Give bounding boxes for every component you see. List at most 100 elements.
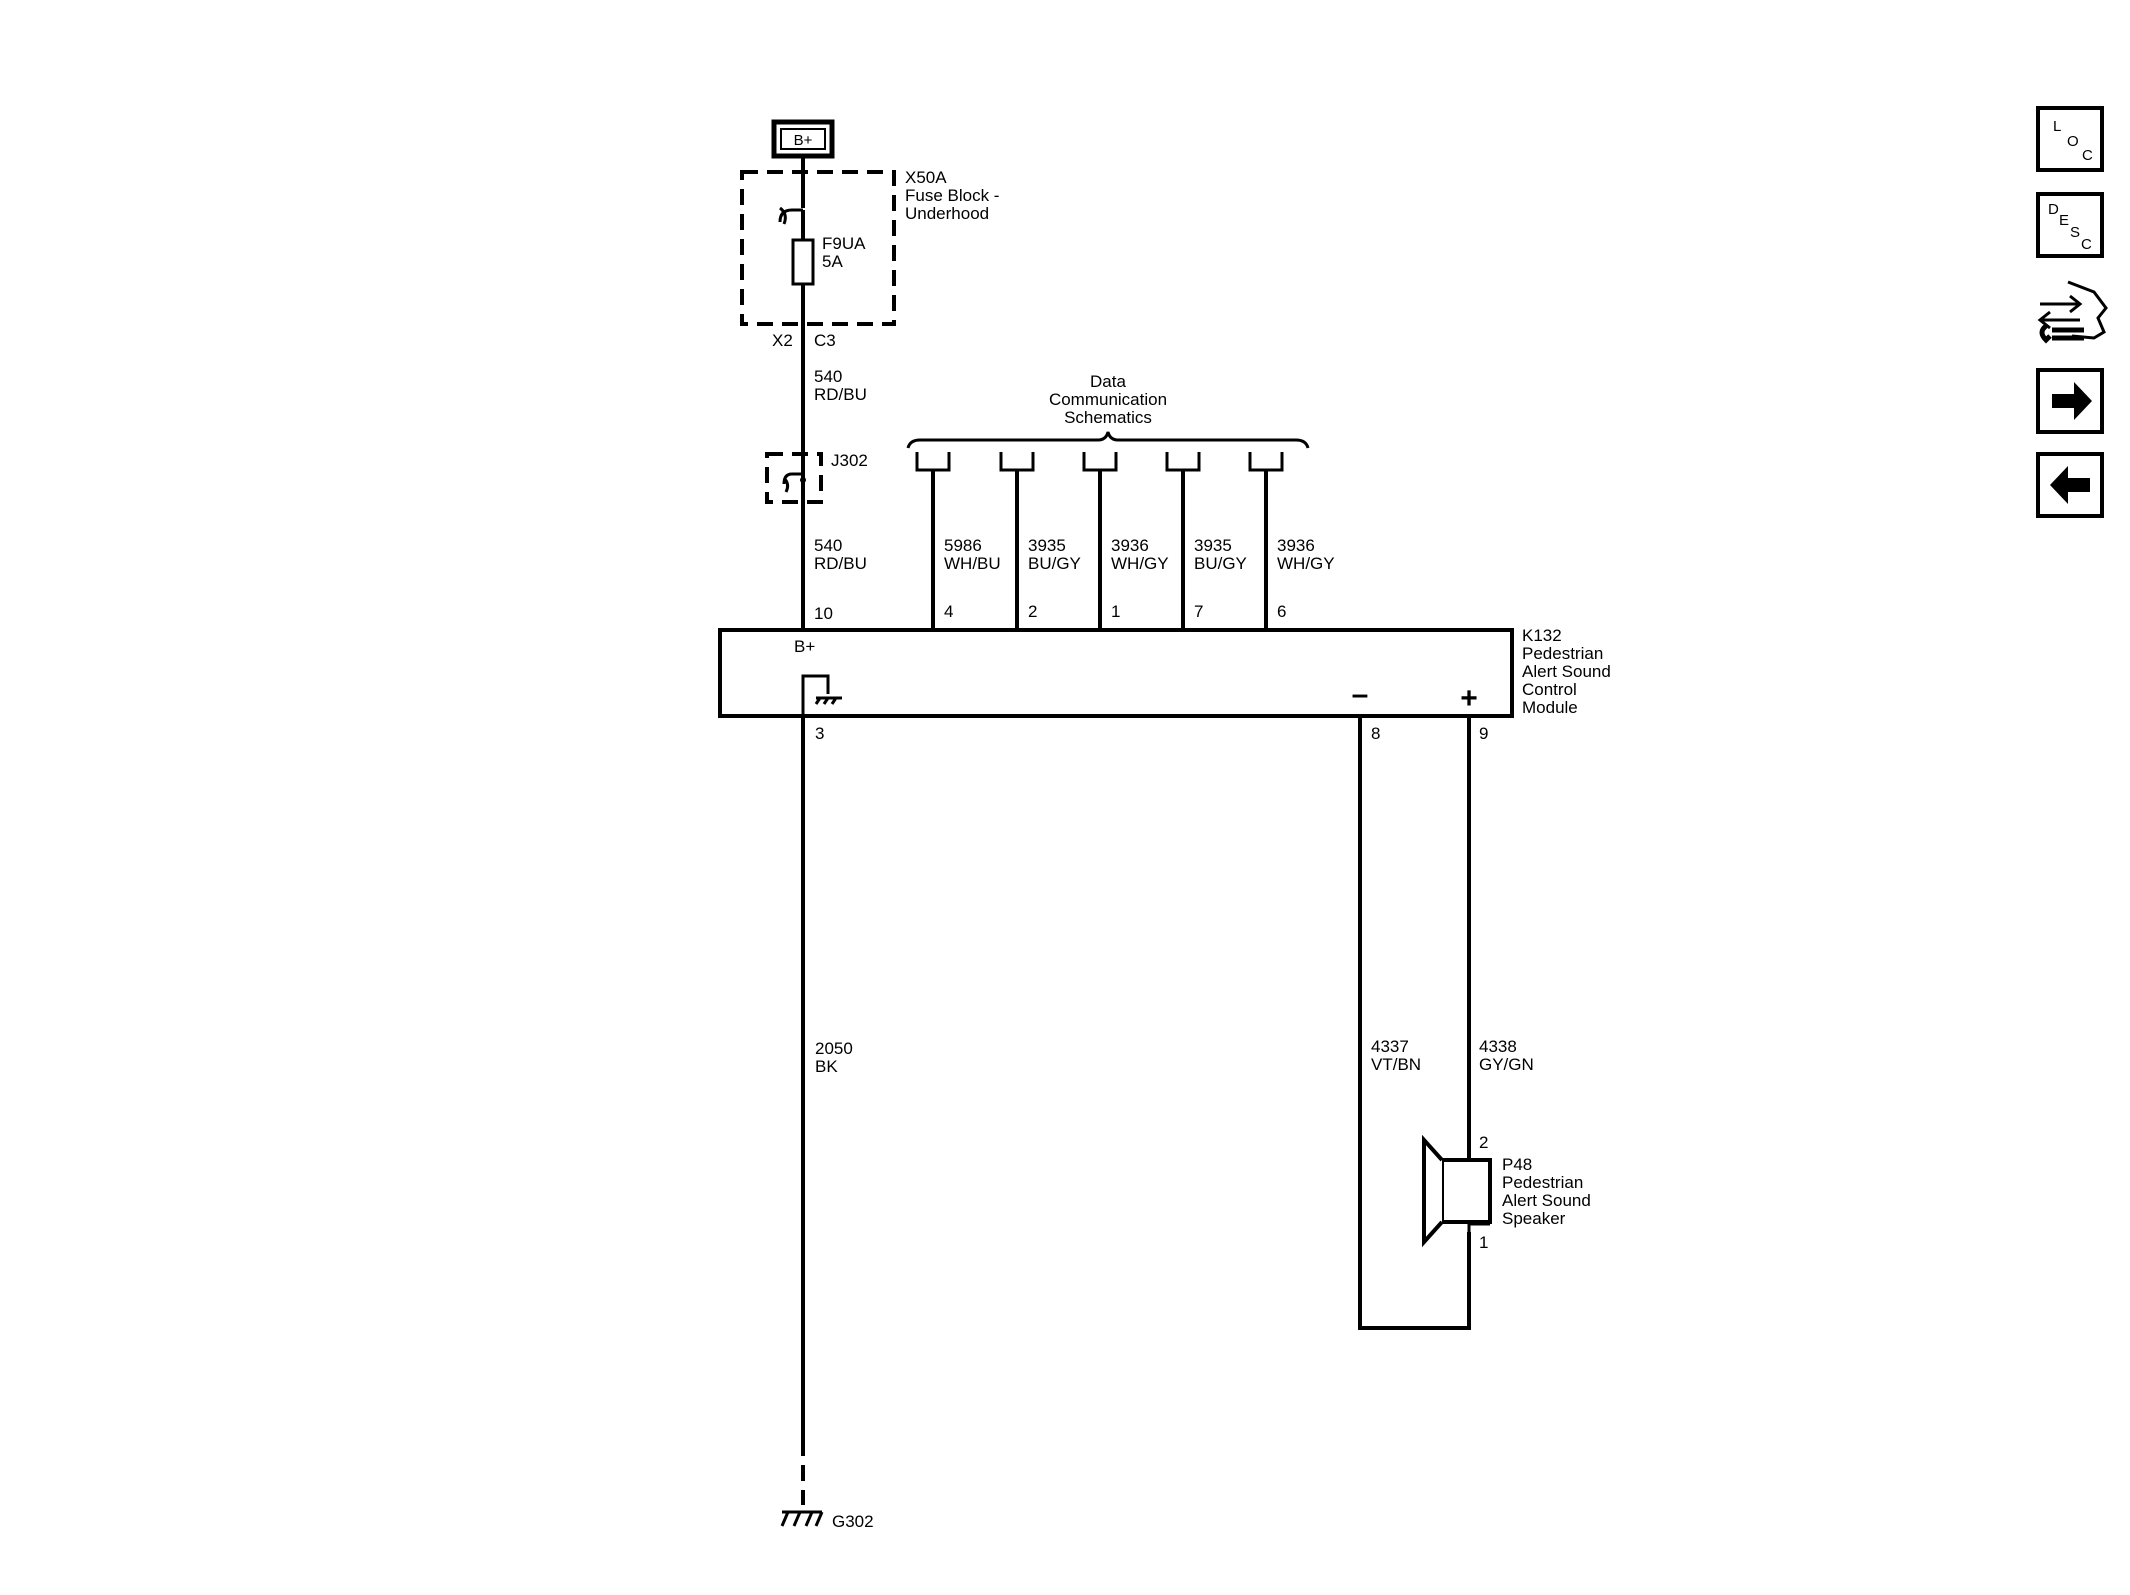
speaker-name-line2: Alert Sound [1502,1191,1591,1210]
module-box [718,628,1514,718]
loc-letter-o: O [2067,133,2079,150]
desc-button-icon [2036,192,2104,258]
loc-button[interactable]: L O C [2036,106,2104,172]
next-arrow-icon [2052,382,2092,420]
speaker-wire-minus-color: VT/BN [1371,1055,1421,1074]
loc-letter-c: C [2082,147,2093,164]
speaker-wire-minus-circuit: 4337 [1371,1037,1409,1056]
comm-wire-circuit: 3936 [1277,536,1315,555]
speaker-wire-minus [1358,716,1471,1330]
power-label: B+ [794,132,813,149]
module-ground-pin: 3 [815,724,824,743]
speaker-ref: P48 [1502,1155,1532,1174]
comm-wire-pin: 6 [1277,602,1286,621]
next-button[interactable] [2036,368,2104,434]
desc-letter-s: S [2070,224,2080,241]
comm-connector-icon [1248,452,1284,472]
battery-power-source: B+ [771,119,835,159]
previous-button[interactable] [2036,452,2104,518]
data-comm-brace [906,431,1310,449]
comm-wires: 5986WH/BU43935BU/GY23936WH/GY13935BU/GY7… [915,452,1335,694]
fuse-block-name-line2: Underhood [905,204,989,223]
chassis-ground-icon [780,1510,824,1527]
speaker-pin-minus: 1 [1479,1233,1488,1252]
fuse-block: X50A Fuse Block - Underhood F9UA 5A X2 C… [740,156,999,350]
loc-letter-l: L [2053,118,2061,135]
wire-540-upper-color: RD/BU [814,385,867,404]
ground-wire-circuit: 2050 [815,1039,853,1058]
data-comm-line3: Schematics [1064,408,1152,427]
comm-connector-icon [999,452,1035,472]
wire-540-lower-circuit: 540 [814,536,842,555]
desc-letter-e: E [2059,212,2069,229]
module-minus-pin: 8 [1371,724,1380,743]
speaker-wire-plus-color: GY/GN [1479,1055,1534,1074]
speaker-magnet [1440,1158,1492,1224]
module-bplus-label: B+ [794,637,815,656]
connector-repair-button[interactable] [2037,280,2108,344]
comm-wire-pin: 2 [1028,602,1037,621]
wire-540-lower-color: RD/BU [814,554,867,573]
comm-wire-circuit: 3935 [1194,536,1232,555]
splice-j302: J302 [765,451,868,504]
comm-wire-circuit: 3936 [1111,536,1149,555]
comm-wire-color: WH/GY [1277,554,1335,573]
loc-button-icon [2036,106,2104,172]
module-bplus-pin: 10 [814,604,833,623]
module-name-line2: Alert Sound [1522,662,1611,681]
module-plus-pin: 9 [1479,724,1488,743]
data-comm-reference: Data Communication Schematics [906,372,1310,449]
comm-wire-pin: 7 [1194,602,1203,621]
data-comm-line2: Communication [1049,390,1167,409]
comm-wire-color: BU/GY [1028,554,1081,573]
data-comm-line1: Data [1090,372,1126,391]
comm-connector-icon [1165,452,1201,472]
internal-ground-icon [814,696,842,705]
speaker-wire-plus-circuit: 4338 [1479,1037,1517,1056]
fuse-block-connector: X2 [772,331,793,350]
module-minus-symbol: – [1352,678,1369,711]
speaker-name-line1: Pedestrian [1502,1173,1583,1192]
comm-wire-pin: 4 [944,602,953,621]
desc-button[interactable]: D E S C [2036,192,2104,258]
comm-wire-color: WH/BU [944,554,1001,573]
fuse-block-pin: C3 [814,331,836,350]
wire-540-upper-circuit: 540 [814,367,842,386]
comm-connector-icon [1082,452,1118,472]
desc-letter-c: C [2081,236,2092,253]
splice-ref: J302 [831,451,868,470]
comm-wire-pin: 1 [1111,602,1120,621]
fuse-block-ref: X50A [905,168,947,187]
fuse-block-name-line1: Fuse Block - [905,186,999,205]
module-name-line4: Module [1522,698,1578,717]
speaker-icon [1422,1134,1444,1248]
speaker-p48: 2 1 P48 Pedestrian Alert Sound Speaker [1422,1133,1591,1252]
module-name-line1: Pedestrian [1522,644,1603,663]
sidebar: L O C D E S C [2036,106,2108,518]
previous-arrow-icon [2050,466,2090,504]
fuse-rating: 5A [822,252,843,271]
ground-ref: G302 [832,1512,874,1531]
comm-wire-color: BU/GY [1194,554,1247,573]
comm-connector-icon [915,452,951,472]
module-name-line3: Control [1522,680,1577,699]
comm-wire-circuit: 5986 [944,536,982,555]
desc-letter-d: D [2048,201,2059,218]
fuse-icon [791,238,815,286]
connector-repair-icon [2037,280,2108,344]
ground-wire-color: BK [815,1057,838,1076]
fuse-block-outline [740,170,896,326]
speaker-name-line3: Speaker [1502,1209,1566,1228]
module-ref: K132 [1522,626,1562,645]
ground-g302: G302 [780,1510,874,1531]
comm-wire-circuit: 3935 [1028,536,1066,555]
fuse-ref: F9UA [822,234,866,253]
module-internal-ground [801,674,830,716]
comm-wire-color: WH/GY [1111,554,1169,573]
speaker-pin-plus: 2 [1479,1133,1488,1152]
module-k132: B+ – + K132 Pedestrian Alert Sound Contr… [718,626,1611,718]
